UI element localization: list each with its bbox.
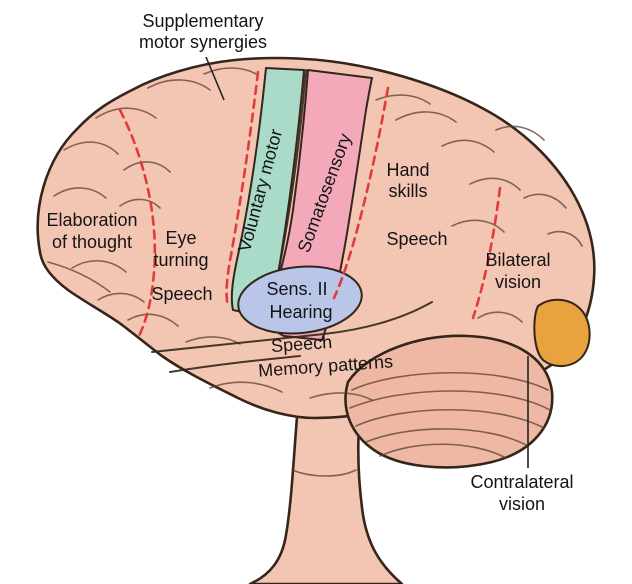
- postcentral-boundary: [332, 86, 390, 300]
- label-elaboration-line2: of thought: [52, 232, 132, 252]
- label-speech-upper: Speech: [386, 229, 447, 249]
- lateral-sulcus: [151, 301, 433, 353]
- label-hand-skills-line2: skills: [389, 181, 428, 201]
- occipital-boundary: [471, 186, 502, 320]
- premotor-boundary: [225, 70, 260, 308]
- label-bilateral-vision-line2: vision: [495, 272, 541, 292]
- label-elaboration-line1: Elaboration: [46, 210, 137, 230]
- label-supplementary-motor-line2: motor synergies: [139, 32, 267, 52]
- superior-temporal-sulcus: [169, 355, 301, 373]
- label-sens-ii: Sens. II: [266, 279, 327, 299]
- brainstem-crease: [291, 469, 357, 477]
- cerebellum: [344, 334, 554, 469]
- sulci-lines: [151, 301, 433, 373]
- label-speech-frontal: Speech: [151, 284, 212, 304]
- prefrontal-boundary: [118, 108, 157, 340]
- hearing-region: [237, 265, 363, 335]
- brainstem: [248, 403, 404, 584]
- label-eye-turning-line1: Eye: [165, 228, 196, 248]
- boundary-dashed-lines: [118, 70, 502, 340]
- label-supplementary-motor-line1: Supplementary: [142, 11, 263, 31]
- label-eye-turning-line2: turning: [153, 250, 208, 270]
- contralateral-vision-region: [533, 298, 591, 367]
- label-contralateral-vision-line1: Contralateral: [470, 472, 573, 492]
- central-sulcus: [272, 69, 307, 299]
- supplementary-pointer-line: [205, 56, 225, 101]
- label-bilateral-vision-line1: Bilateral: [485, 250, 550, 270]
- label-hand-skills-line1: Hand: [386, 160, 429, 180]
- label-hearing: Hearing: [269, 302, 332, 322]
- gyri-lines: [47, 67, 583, 401]
- label-speech-temporal: Speech: [270, 332, 332, 356]
- label-contralateral-vision-line2: vision: [499, 494, 545, 514]
